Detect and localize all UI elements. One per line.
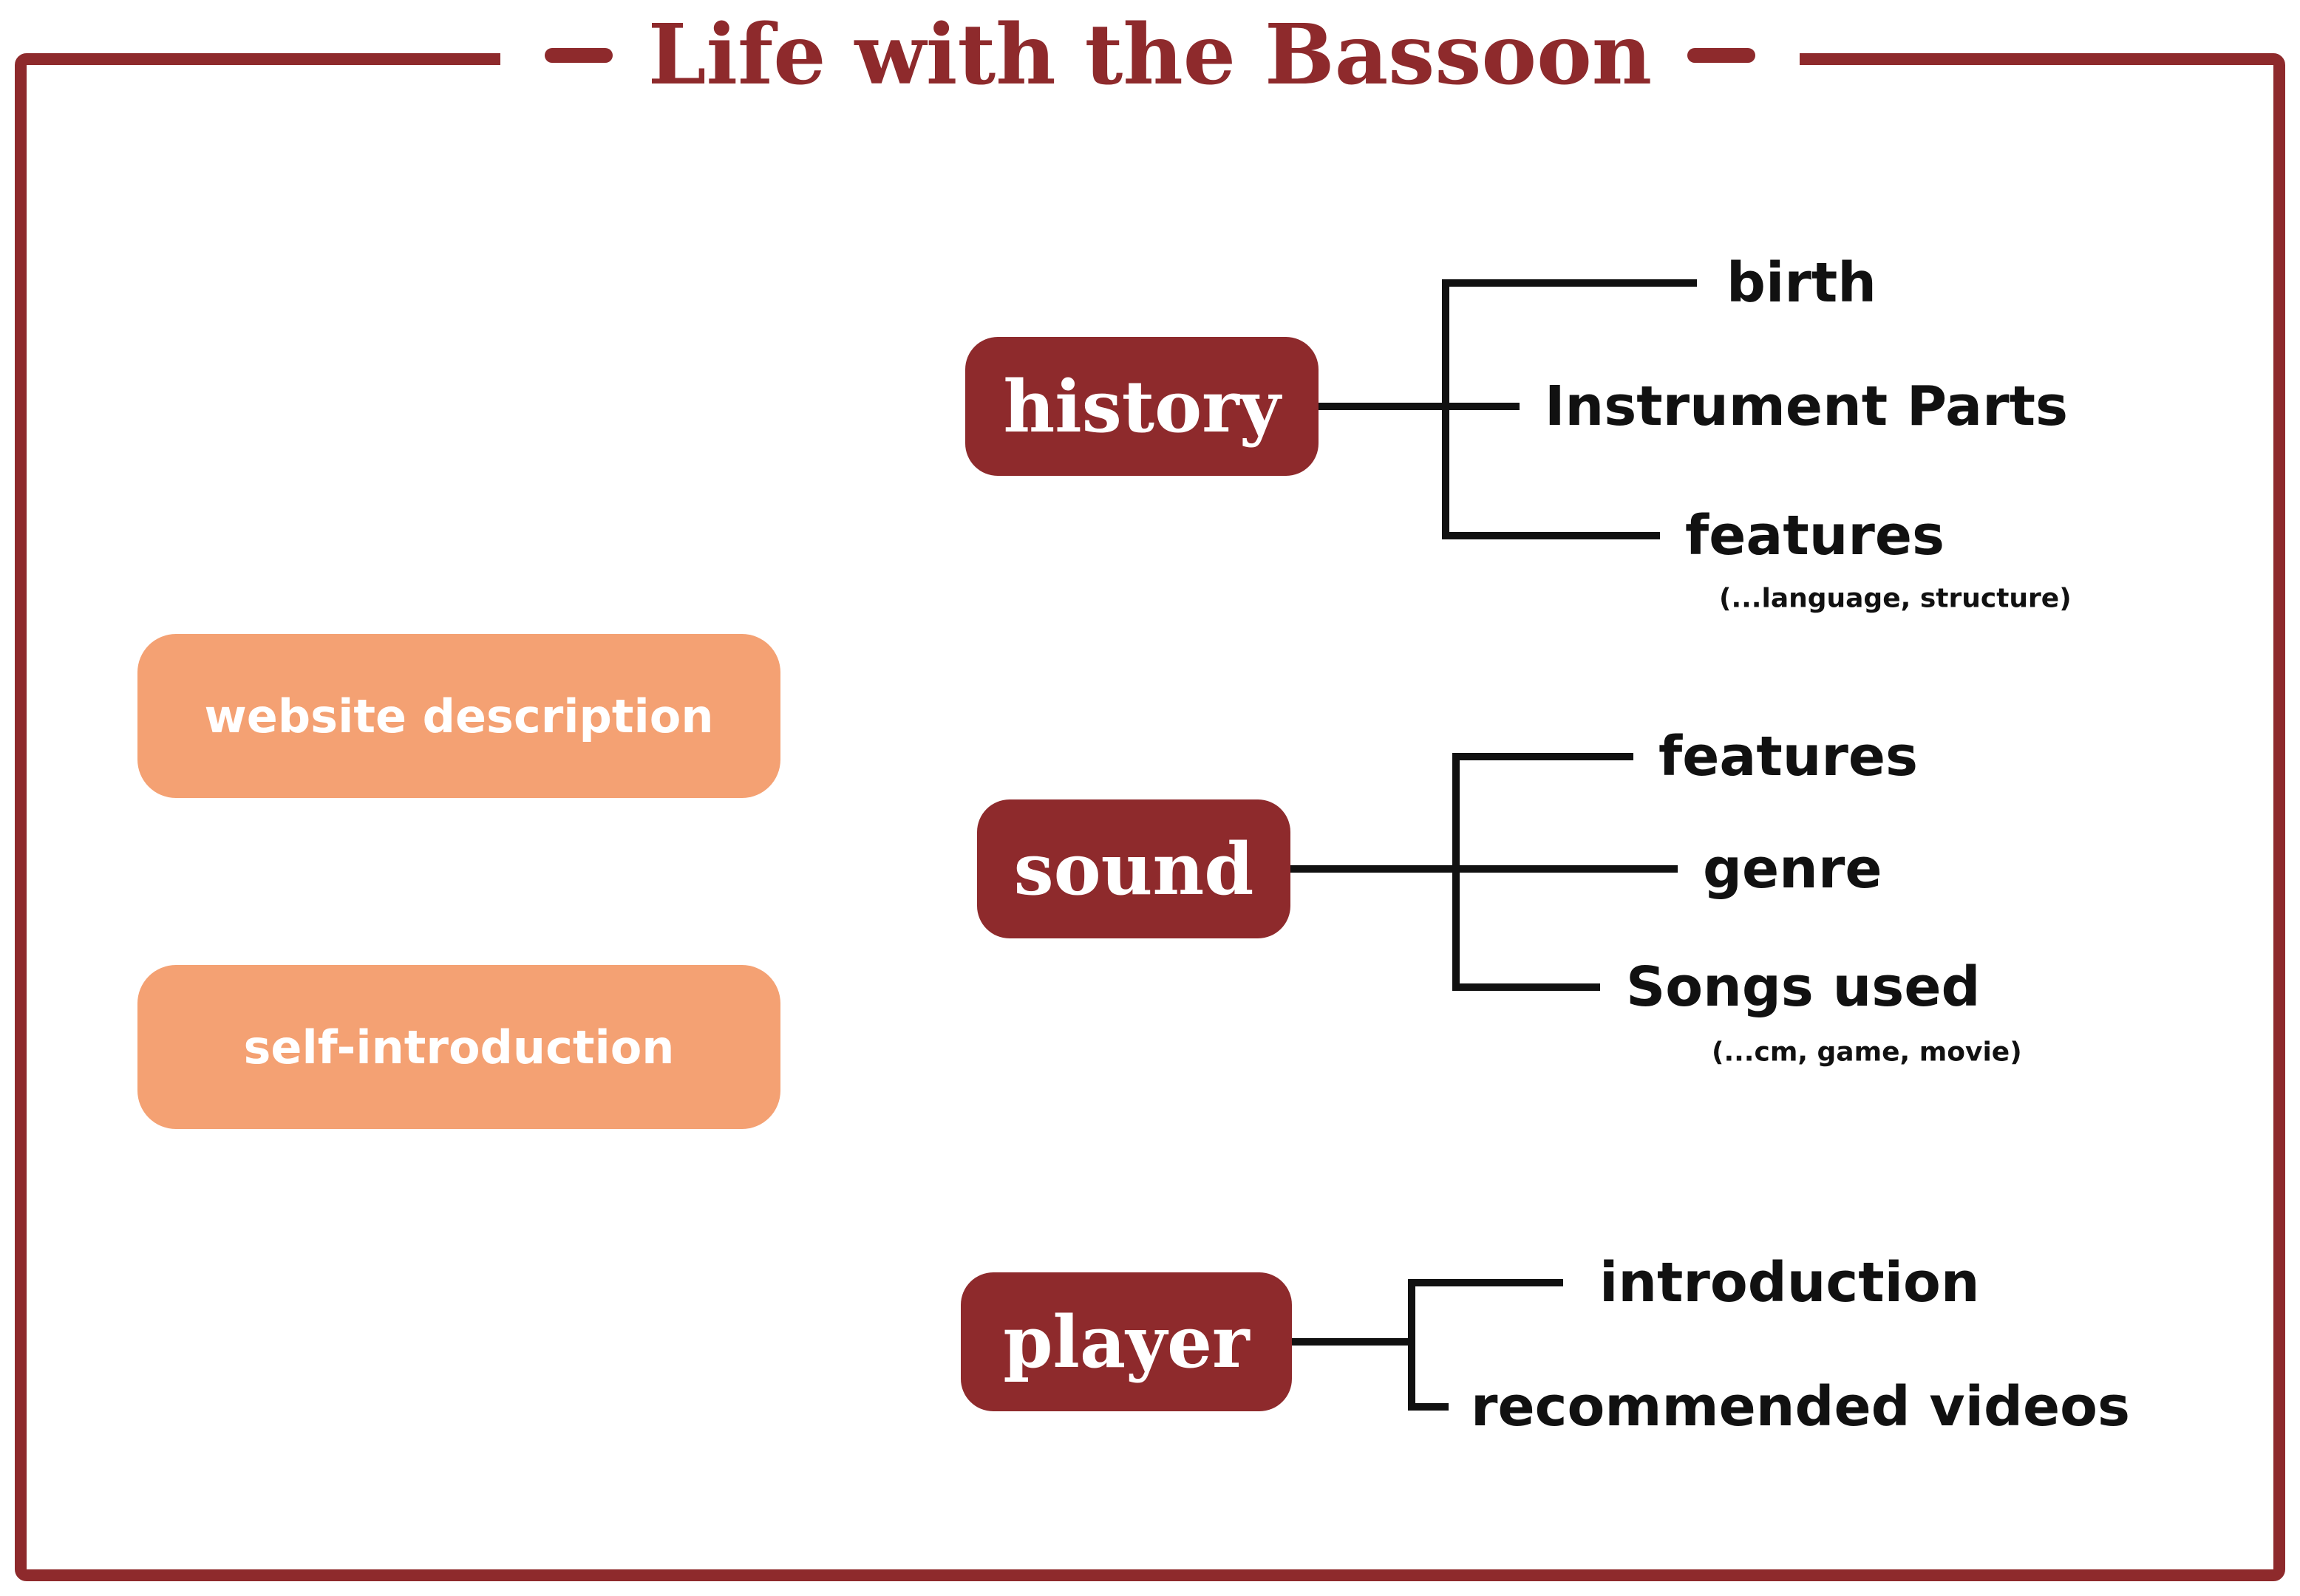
leaf-sound-features: features [1658, 725, 1919, 788]
connector-sound-genre [1452, 865, 1678, 873]
node-sound: sound [977, 799, 1290, 938]
leaf-recommended-videos: recommended videos [1471, 1375, 2131, 1439]
node-self-introduction: self-introduction [137, 965, 780, 1129]
connector-history-parts [1442, 403, 1520, 410]
connector-player-videos [1408, 1403, 1449, 1411]
node-sound-label: sound [1013, 827, 1254, 911]
note-history-features: (...language, structure) [1719, 583, 2072, 614]
connector-sound-features [1452, 753, 1633, 760]
node-self-introduction-label: self-introduction [243, 1020, 675, 1074]
leaf-instrument-parts: Instrument Parts [1545, 375, 2069, 438]
node-website-description-label: website description [204, 689, 714, 743]
connector-player-introduction [1408, 1279, 1563, 1286]
connector-sound-stem [1290, 865, 1456, 873]
note-songs-used: (...cm, game, movie) [1712, 1037, 2022, 1068]
title-group: Life with the Bassoon [500, 12, 1800, 99]
node-player: player [961, 1272, 1292, 1411]
connector-history-features [1442, 532, 1660, 539]
connector-player-vertical [1408, 1279, 1415, 1411]
title-right-dash [1687, 48, 1756, 63]
node-history-label: history [1003, 364, 1281, 449]
leaf-songs-used: Songs used [1626, 955, 1981, 1019]
title-bar: Life with the Bassoon [0, 0, 2300, 111]
page-title: Life with the Bassoon [647, 7, 1653, 104]
node-history: history [965, 337, 1319, 476]
leaf-birth: birth [1726, 251, 1877, 315]
node-player-label: player [1003, 1300, 1250, 1384]
connector-player-stem [1292, 1338, 1412, 1346]
connector-history-birth [1442, 279, 1697, 287]
node-website-description: website description [137, 634, 780, 798]
connector-sound-songs [1452, 983, 1600, 991]
title-left-dash [544, 48, 613, 63]
leaf-history-features: features [1685, 504, 1945, 567]
connector-history-stem [1319, 403, 1446, 410]
leaf-genre: genre [1703, 837, 1882, 901]
leaf-introduction: introduction [1599, 1251, 1980, 1314]
